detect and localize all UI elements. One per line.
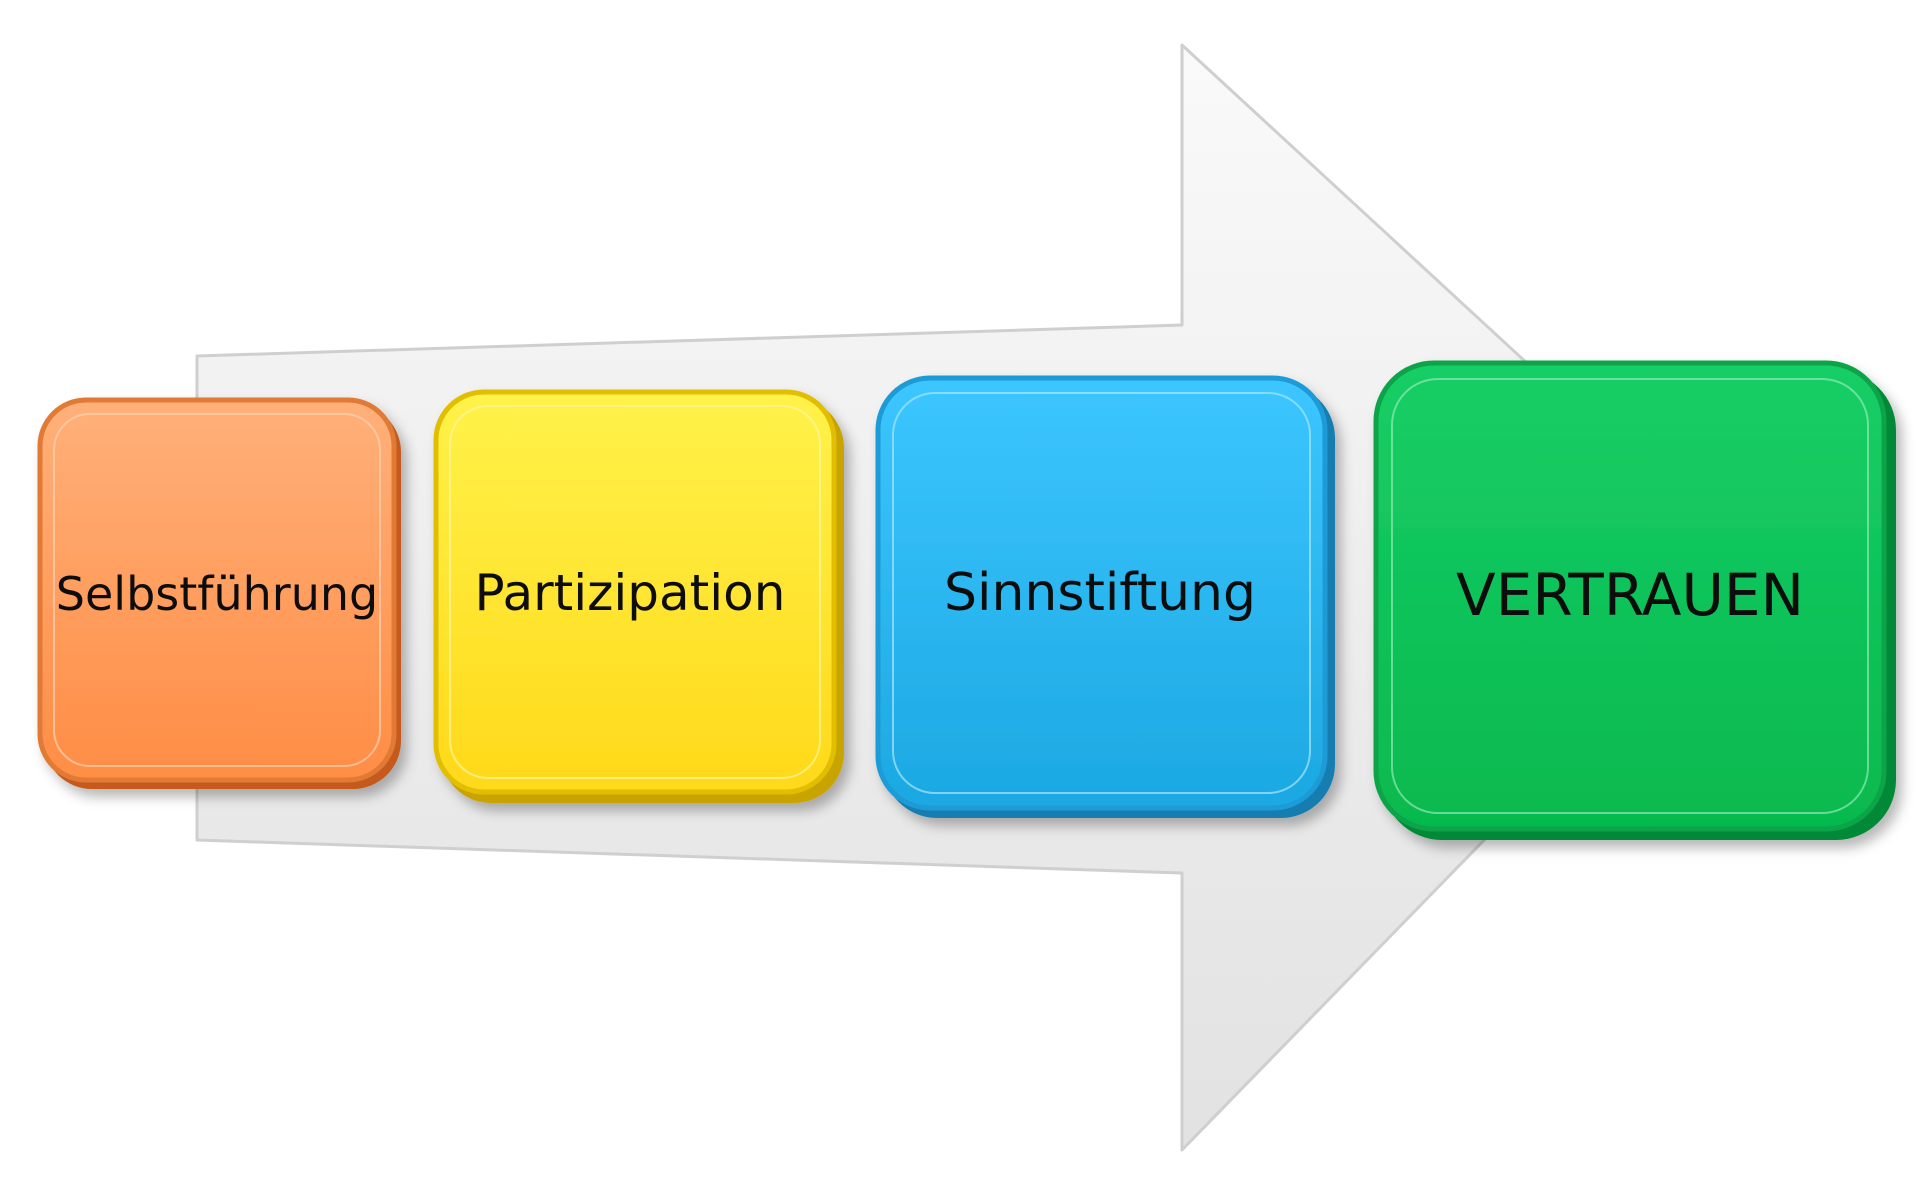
step-label-partizipation: Partizipation: [475, 564, 786, 622]
step-label-selbstfuehrung: Selbstführung: [56, 567, 378, 621]
step-box-sinnstiftung: Sinnstiftung: [875, 375, 1335, 818]
step-box-partizipation: Partizipation: [433, 389, 844, 803]
step-box-vertrauen: VERTRAUEN: [1373, 360, 1896, 840]
step-label-vertrauen: VERTRAUEN: [1456, 561, 1804, 629]
step-box-selbstfuehrung: Selbstführung: [37, 397, 401, 789]
step-label-sinnstiftung: Sinnstiftung: [944, 563, 1256, 623]
